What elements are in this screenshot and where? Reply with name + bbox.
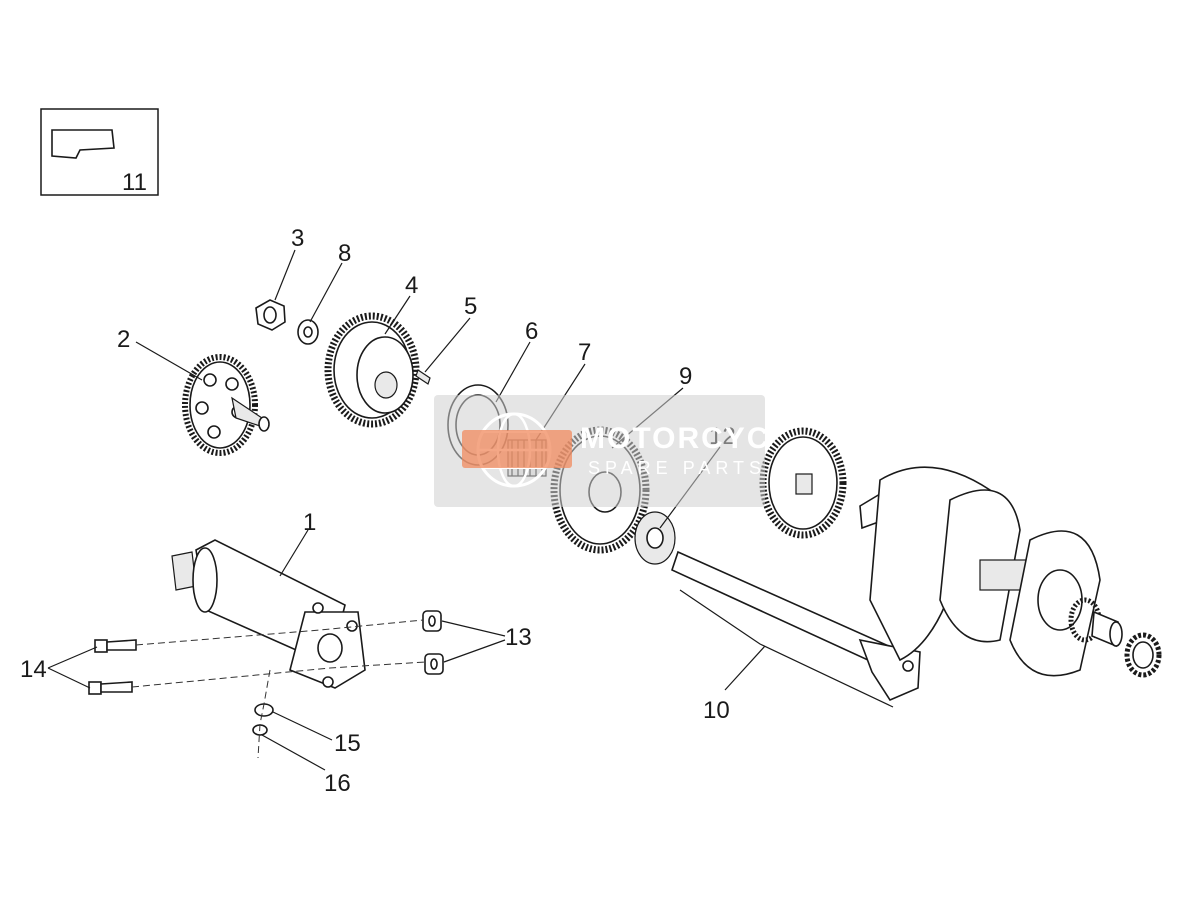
callout-label-11: 11 [122,169,147,196]
part-1-starter-motor[interactable] [171,539,366,689]
callout-label-2: 2 [117,326,130,353]
watermark-accent [462,430,572,468]
callout-label-8: 8 [338,240,351,267]
callout-label-6: 6 [525,318,538,345]
watermark-tagline: SPARE PARTS [588,458,766,478]
part-2-gear[interactable] [182,354,270,456]
callout-label-5: 5 [464,293,477,320]
part-13-spacer-upper[interactable] [422,610,442,632]
callout-label-3: 3 [291,225,304,252]
tool-icon [51,129,115,159]
watermark-panel [434,395,765,507]
callout-label-16: 16 [324,770,351,797]
watermark-brand: MOTORCYC [580,422,770,455]
callout-label-13: 13 [505,624,532,651]
callout-label-9: 9 [679,363,692,390]
callout-label-14: 14 [20,656,47,683]
part-13-spacer-lower[interactable] [424,653,444,675]
crankshaft [859,466,1123,677]
part-8-washer[interactable] [297,319,319,345]
assembly-lines [131,619,426,759]
part-14-screw-upper[interactable] [94,639,137,653]
inset-box-part-11[interactable]: 11 [40,108,159,196]
part-3-nut[interactable] [255,299,286,331]
leader-lines [47,249,894,771]
callout-label-7: 7 [578,339,591,366]
callout-label-15: 15 [334,730,361,757]
crank-gear [759,427,847,539]
callout-label-1: 1 [303,509,316,536]
part-12-disc[interactable] [634,511,676,565]
part-14-screw-lower[interactable] [88,681,133,695]
callout-label-10: 10 [703,697,730,724]
callout-label-4: 4 [405,272,418,299]
watermark: MOTORCYC SPARE PARTS [434,395,770,507]
part-5-pin[interactable] [415,369,431,385]
part-4-gear[interactable] [324,312,420,428]
crank-end-ring [1124,632,1162,678]
